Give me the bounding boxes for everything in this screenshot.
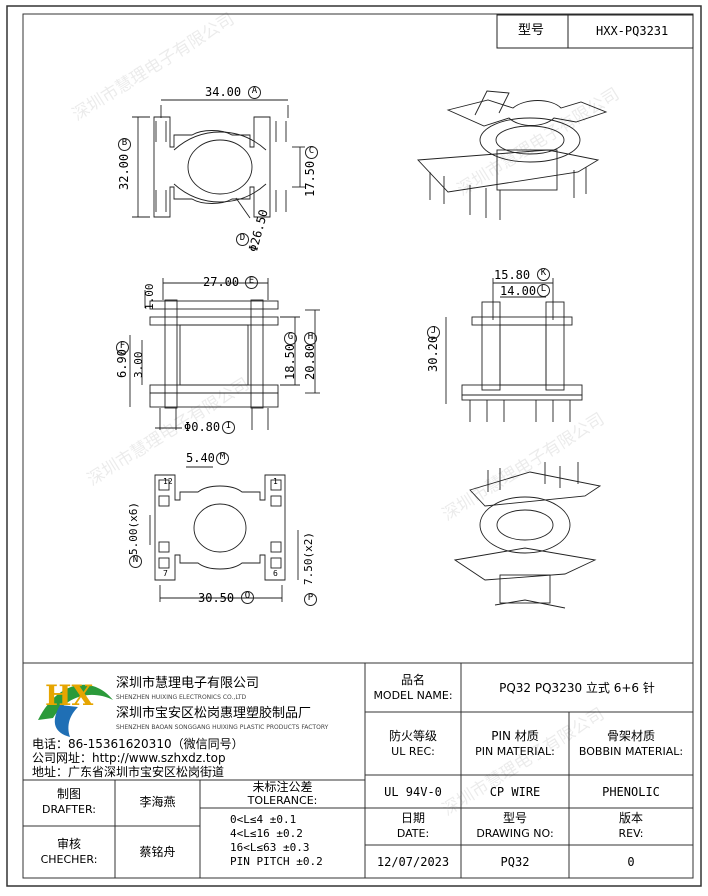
dim-p-value: 7.50(x2) — [302, 532, 315, 585]
company-name-cn: 深圳市慧理电子有限公司 — [116, 676, 260, 691]
dim-h-tag: H — [304, 332, 317, 345]
dim-o-tag: O — [241, 591, 254, 604]
factory-name-en: SHENZHEN BAOAN SONGGANG HUIXING PLASTIC … — [116, 724, 329, 731]
dim-t1-value: 1.00 — [143, 283, 156, 311]
dim-t2-value: 3.00 — [132, 351, 145, 379]
outer-frame — [6, 5, 702, 887]
dim-l-tag: L — [537, 284, 550, 297]
model-label: 型号 — [518, 23, 545, 38]
isometric-bottom — [453, 462, 602, 609]
drawing-no-en: DRAWING NO: — [476, 827, 554, 840]
dim-g-tag: G — [284, 332, 297, 345]
model-header-box — [496, 14, 694, 49]
bobbin-material-cn: 骨架材质 — [606, 729, 655, 743]
dim-a-tag: A — [248, 86, 261, 99]
pin-7-label: 7 — [163, 569, 168, 578]
dim-b-value: 32.00 — [117, 153, 131, 190]
dim-c-value: 17.50 — [303, 160, 317, 197]
dim-d-tag: D — [236, 233, 249, 246]
checker-en: CHECHER: — [40, 853, 98, 866]
company-logo — [38, 684, 113, 737]
checker-cn: 审核 — [56, 837, 81, 851]
pin-6-label: 6 — [273, 569, 278, 578]
dim-f-tag: F — [116, 341, 129, 354]
dim-m-value: 5.40 — [186, 451, 215, 465]
bobbin-material-en: BOBBIN MATERIAL: — [578, 745, 684, 758]
tolerance-line-2: 4<L≤16 ±0.2 — [230, 827, 303, 840]
model-name-value: PQ32 PQ3230 立式 6+6 针 — [499, 681, 655, 695]
dim-n-tag: N — [129, 555, 142, 568]
logo-text: HX — [45, 679, 94, 712]
dim-j-tag: J — [427, 326, 440, 339]
dim-c-tag: C — [305, 146, 318, 159]
rev-cn: 版本 — [618, 811, 643, 825]
drawing-no-value: PQ32 — [500, 855, 530, 869]
checker-value: 蔡铭舟 — [139, 845, 176, 859]
company-website: 公司网址：http://www.szhxdz.top — [32, 751, 226, 765]
model-value: HXX-PQ3231 — [596, 24, 669, 38]
tolerance-cn: 未标注公差 — [252, 780, 313, 794]
dim-j-value: 30.20 — [426, 335, 440, 372]
isometric-top — [417, 90, 608, 220]
dim-m-tag: M — [216, 452, 229, 465]
tolerance-line-4: PIN PITCH ±0.2 — [230, 855, 323, 868]
title-block — [23, 662, 693, 878]
drafter-cn: 制图 — [56, 787, 81, 801]
company-phone: 电话：86-15361620310（微信同号） — [32, 737, 244, 751]
inner-frame — [22, 13, 694, 879]
pin-1-label: 1 — [273, 477, 278, 486]
ul-cn: 防火等级 — [388, 729, 437, 743]
dim-e-value: 27.00 — [203, 275, 240, 289]
top-view — [132, 99, 305, 219]
tolerance-en: TOLERANCE: — [247, 794, 318, 807]
dim-b-tag: B — [118, 138, 131, 151]
dim-o-value: 30.50 — [198, 591, 235, 605]
model-name-cn: 品名 — [400, 673, 425, 687]
company-name-en: SHENZHEN HUIXING ELECTRONICS CO.,LTD — [116, 694, 247, 701]
date-value: 12/07/2023 — [376, 855, 450, 869]
model-name-en: MODEL NAME: — [373, 689, 453, 702]
drafter-value: 李海燕 — [139, 795, 176, 809]
tolerance-line-1: 0<L≤4 ±0.1 — [230, 813, 297, 826]
bottom-view — [149, 466, 299, 602]
ul-value: UL 94V-0 — [384, 785, 442, 799]
drafter-en: DRAFTER: — [41, 803, 96, 816]
tolerance-line-3: 16<L≤63 ±0.3 — [230, 841, 310, 854]
dim-a-value: 34.00 — [205, 85, 242, 99]
pin-material-en: PIN MATERIAL: — [475, 745, 555, 758]
rev-value: 0 — [627, 855, 635, 869]
pin-12-label: 12 — [163, 477, 173, 486]
dim-k-value: 15.80 — [494, 268, 531, 282]
dim-i-value: Φ0.80 — [184, 420, 221, 434]
dim-p-tag: P — [304, 593, 317, 606]
dim-i-tag: I — [222, 421, 235, 434]
date-cn: 日期 — [400, 811, 425, 825]
bobbin-material-value: PHENOLIC — [602, 785, 660, 799]
front-view — [445, 278, 583, 422]
dim-n-value: 5.00(x6) — [127, 502, 140, 555]
company-address: 地址：广东省深圳市宝安区松岗街道 — [32, 765, 225, 779]
date-en: DATE: — [396, 827, 430, 840]
factory-name-cn: 深圳市宝安区松岗惠理塑胶制品厂 — [116, 706, 312, 721]
side-view — [129, 278, 320, 430]
drawing-no-cn: 型号 — [502, 811, 527, 825]
pin-material-cn: PIN 材质 — [491, 729, 539, 743]
ul-en: UL REC: — [391, 745, 435, 758]
dim-g-value: 18.50 — [283, 343, 297, 380]
dim-k-tag: K — [537, 268, 550, 281]
dim-h-value: 20.80 — [303, 343, 317, 380]
dim-e-tag: E — [245, 276, 258, 289]
rev-en: REV: — [618, 827, 644, 840]
dim-l-value: 14.00 — [500, 284, 537, 298]
pin-material-value: CP WIRE — [489, 785, 541, 799]
